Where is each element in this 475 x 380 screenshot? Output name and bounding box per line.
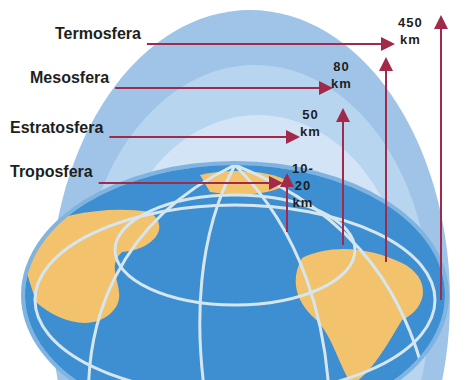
height-value: 80 km — [331, 58, 352, 92]
globe — [15, 165, 445, 380]
height-value: 10-20 km — [292, 160, 314, 211]
leader-arrow — [147, 43, 388, 45]
layer-name: Troposfera — [10, 162, 93, 182]
layer-name: Termosfera — [55, 24, 141, 44]
layer-name: Estratosfera — [10, 118, 103, 138]
height-value: 50 km — [300, 106, 321, 140]
leader-arrow — [99, 182, 276, 184]
leader-arrow — [115, 87, 326, 89]
height-value: 450 km — [398, 14, 423, 48]
height-arrows — [287, 22, 441, 300]
leader-arrow — [109, 136, 293, 138]
layer-name: Mesosfera — [30, 68, 109, 88]
